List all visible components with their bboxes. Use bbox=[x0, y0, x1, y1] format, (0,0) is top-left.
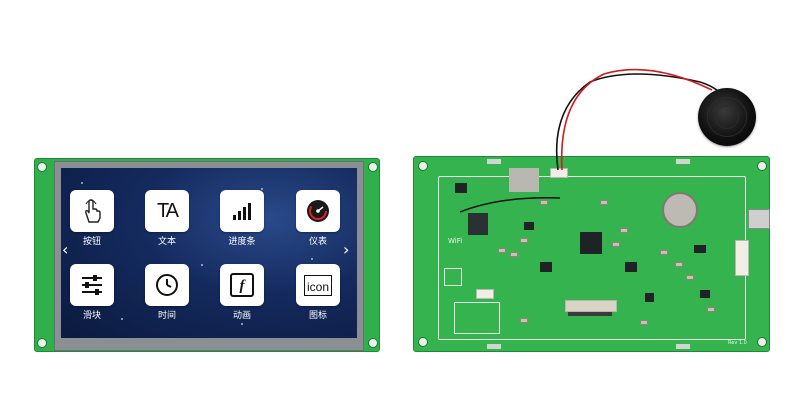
animation-f-icon: f bbox=[230, 273, 254, 297]
tile-button[interactable]: 按钮 bbox=[69, 190, 115, 248]
smd-component bbox=[686, 275, 694, 280]
animation-f-glyph: f bbox=[239, 278, 245, 294]
gauge-icon bbox=[307, 200, 329, 222]
smd-component bbox=[520, 238, 528, 243]
smd-component bbox=[600, 200, 608, 205]
smd-component bbox=[498, 248, 506, 253]
speaker-wire-black bbox=[555, 73, 731, 171]
nav-right-arrow[interactable]: › bbox=[343, 240, 350, 259]
speaker-wire-red bbox=[560, 68, 713, 171]
side-header-connector bbox=[735, 240, 749, 276]
smd-component bbox=[707, 307, 715, 312]
mounting-hole bbox=[757, 161, 767, 171]
tile-time[interactable]: 时间 bbox=[144, 264, 190, 322]
tile-label: 文本 bbox=[157, 237, 176, 247]
mounting-hole bbox=[37, 162, 47, 172]
tile-icon-box bbox=[70, 190, 114, 232]
mounting-clip bbox=[676, 159, 690, 164]
touch-finger-icon bbox=[85, 199, 101, 223]
fpc-connector bbox=[565, 300, 617, 312]
nav-left-arrow[interactable]: ‹ bbox=[62, 240, 69, 259]
tile-icon-box: TA bbox=[145, 190, 189, 232]
tile-icon-box: f bbox=[220, 264, 264, 306]
tile-label: 时间 bbox=[157, 311, 176, 321]
ic-chip bbox=[694, 245, 706, 253]
ic-chip bbox=[540, 262, 552, 272]
lcd-screen: ‹ › 按钮 TA 文本 进度条 bbox=[61, 168, 357, 338]
small-connector bbox=[476, 289, 494, 299]
smd-component bbox=[540, 200, 548, 205]
tile-label: 按钮 bbox=[82, 237, 101, 247]
smd-component bbox=[520, 318, 528, 323]
tile-icon-box bbox=[70, 264, 114, 306]
icon-word-glyph: icon bbox=[306, 279, 329, 294]
mounting-hole bbox=[37, 338, 47, 348]
background-star bbox=[311, 258, 313, 260]
tile-label: 图标 bbox=[308, 311, 327, 321]
smd-component bbox=[675, 262, 683, 267]
speaker-ring bbox=[715, 105, 739, 129]
mounting-hole bbox=[368, 162, 378, 172]
smd-component bbox=[510, 252, 518, 257]
main-processor-chip bbox=[580, 232, 602, 254]
background-star bbox=[241, 323, 243, 325]
ic-chip bbox=[645, 293, 654, 302]
tile-icon-box bbox=[296, 190, 340, 232]
signal-bars-icon bbox=[233, 203, 251, 220]
sd-card-slot bbox=[509, 168, 539, 192]
icon-text-icon: icon bbox=[303, 274, 332, 296]
background-star bbox=[121, 318, 123, 320]
background-star bbox=[81, 182, 83, 184]
background-star bbox=[201, 264, 203, 266]
mounting-hole bbox=[757, 337, 767, 347]
antenna-wire bbox=[459, 197, 561, 213]
mounting-clip bbox=[487, 159, 501, 164]
wifi-module bbox=[468, 213, 488, 235]
ic-chip bbox=[625, 262, 637, 272]
tile-label: 进度条 bbox=[228, 237, 256, 247]
smd-component bbox=[612, 242, 620, 247]
tile-animation[interactable]: f 动画 bbox=[219, 264, 265, 322]
smd-component bbox=[620, 228, 628, 233]
tile-slider[interactable]: 滑块 bbox=[69, 264, 115, 322]
smd-component bbox=[660, 250, 668, 255]
revision-label: Rev 1.0 bbox=[728, 340, 747, 346]
tile-label: 动画 bbox=[232, 311, 251, 321]
speaker bbox=[698, 88, 756, 146]
mounting-hole bbox=[418, 337, 428, 347]
coin-battery-holder bbox=[662, 192, 698, 228]
tile-gauge[interactable]: 仪表 bbox=[295, 190, 341, 248]
background-star bbox=[261, 188, 263, 190]
mounting-clip bbox=[487, 344, 501, 349]
ic-chip bbox=[700, 290, 710, 298]
tile-label: 仪表 bbox=[308, 237, 327, 247]
tile-progress[interactable]: 进度条 bbox=[219, 190, 265, 248]
silkscreen-box bbox=[444, 268, 462, 286]
tile-icon-box: icon bbox=[296, 264, 340, 306]
clock-icon bbox=[156, 274, 178, 296]
slider-icon bbox=[82, 275, 102, 295]
tile-text[interactable]: TA 文本 bbox=[144, 190, 190, 248]
back-component-board bbox=[413, 156, 770, 352]
usb-port bbox=[748, 209, 770, 229]
speaker-connector bbox=[550, 168, 568, 178]
wifi-label: WiFi bbox=[448, 237, 463, 245]
silkscreen-box bbox=[454, 302, 500, 334]
tile-icon-box bbox=[220, 190, 264, 232]
speaker-ring bbox=[707, 97, 747, 137]
tile-icon-box bbox=[145, 264, 189, 306]
mounting-clip bbox=[676, 344, 690, 349]
tile-label: 滑块 bbox=[82, 311, 101, 321]
ic-chip bbox=[524, 222, 534, 230]
mounting-hole bbox=[368, 338, 378, 348]
mounting-hole bbox=[418, 161, 428, 171]
smd-component bbox=[640, 320, 648, 325]
ic-chip bbox=[455, 183, 467, 193]
tile-icon[interactable]: icon 图标 bbox=[295, 264, 341, 322]
text-ta-icon: TA bbox=[156, 199, 179, 222]
fpc-latch bbox=[568, 312, 612, 316]
